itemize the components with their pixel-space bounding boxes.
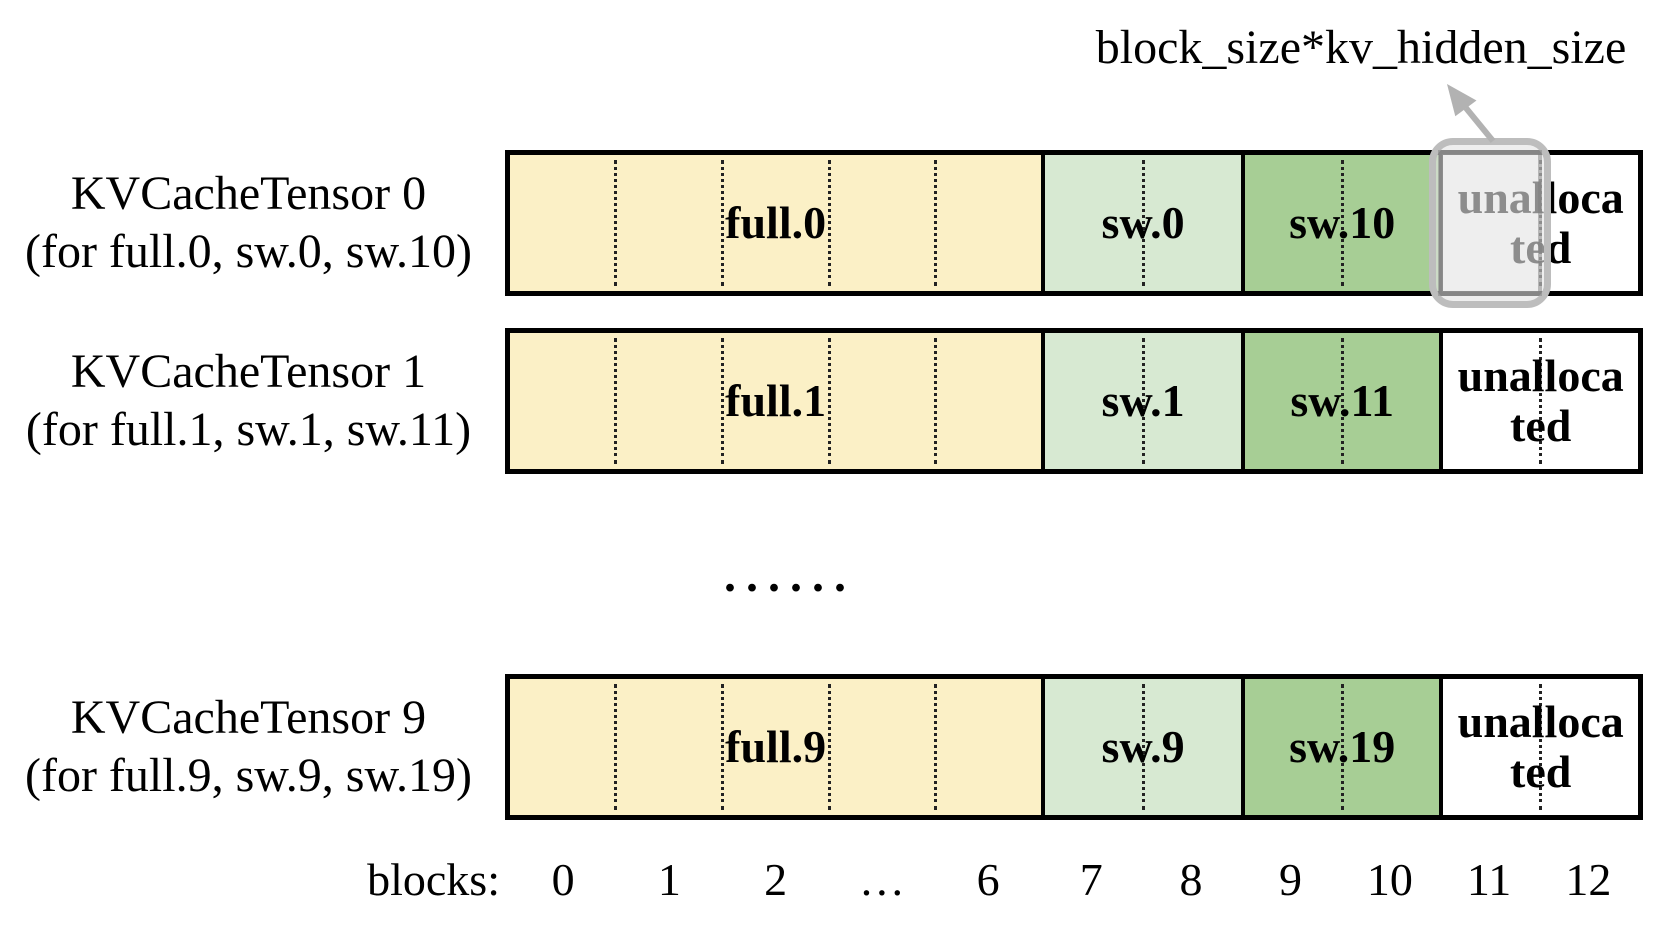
- segment-label-full: full.9: [725, 721, 827, 772]
- block-cell: [720, 160, 828, 286]
- block-cell: [720, 684, 828, 810]
- segment-sw-low: sw.9: [1041, 679, 1241, 815]
- tensor-row-1: KVCacheTensor 1 (for full.1, sw.1, sw.11…: [0, 328, 1676, 474]
- block-cell: [827, 338, 935, 464]
- axis-tick: 11: [1466, 854, 1512, 905]
- axis-tick: 12: [1565, 854, 1612, 905]
- tensor-bar: full.1 sw.1 sw.11 unallocated: [505, 328, 1643, 474]
- rows-ellipsis: ......: [724, 549, 856, 602]
- block-cell: [1340, 160, 1440, 286]
- block-cell: [1141, 160, 1241, 286]
- segment-sw-high: sw.11: [1240, 333, 1440, 469]
- segment-sw-high: sw.10: [1240, 155, 1440, 291]
- block-cell: [827, 684, 935, 810]
- axis-tick: 6: [976, 854, 1000, 905]
- block-cell: [934, 684, 1041, 810]
- block-cell: [1340, 338, 1440, 464]
- segment-full: full.0: [510, 155, 1042, 291]
- segment-label-unallocated: unallocated: [1457, 696, 1624, 797]
- block-cell: [1539, 338, 1638, 464]
- tick-group-sw-low: 7 8: [1041, 848, 1241, 912]
- segment-label-sw-high: sw.11: [1290, 375, 1394, 426]
- axis-tick: 2: [764, 854, 788, 905]
- segment-unallocated: unallocated: [1439, 679, 1638, 815]
- axis-tick: 9: [1279, 854, 1303, 905]
- tensor-row-label: KVCacheTensor 1 (for full.1, sw.1, sw.11…: [0, 328, 497, 474]
- segment-label-unallocated: unallocated: [1457, 350, 1624, 451]
- axis-tick: …: [858, 854, 905, 905]
- tensor-title: KVCacheTensor 9: [70, 691, 427, 744]
- tick-group-full: 0 1 2 … 6: [510, 848, 1041, 912]
- blocks-axis: blocks: 0 1 2 … 6 7 8 9 10 11 12: [0, 848, 1676, 912]
- block-cell: [1141, 684, 1241, 810]
- block-cell: [613, 160, 721, 286]
- tick-group-unallocated: 11 12: [1439, 848, 1638, 912]
- tensor-subtitle: (for full.9, sw.9, sw.19): [24, 749, 473, 802]
- segment-full: full.9: [510, 679, 1042, 815]
- segment-label-sw-low: sw.1: [1101, 375, 1185, 426]
- block-highlight-inner: [1438, 150, 1542, 296]
- block-size-annotation: block_size*kv_hidden_size: [1095, 21, 1627, 74]
- blocks-axis-ticks: 0 1 2 … 6 7 8 9 10 11 12: [510, 848, 1638, 912]
- blocks-axis-caption: blocks:: [367, 854, 500, 905]
- axis-tick: 10: [1366, 854, 1413, 905]
- axis-tick: 1: [657, 854, 681, 905]
- tensor-row-9: KVCacheTensor 9 (for full.9, sw.9, sw.19…: [0, 674, 1676, 820]
- tensor-title: KVCacheTensor 1: [70, 345, 427, 398]
- segment-label-sw-high: sw.19: [1289, 721, 1396, 772]
- segment-unallocated: unallocated: [1439, 333, 1638, 469]
- axis-tick: 7: [1079, 854, 1103, 905]
- block-highlight: [1429, 138, 1551, 308]
- block-cell: [934, 160, 1041, 286]
- segment-full: full.1: [510, 333, 1042, 469]
- block-cell: [1539, 684, 1638, 810]
- segment-label-sw-low: sw.0: [1101, 197, 1185, 248]
- segment-label-sw-low: sw.9: [1101, 721, 1185, 772]
- tick-group-sw-high: 9 10: [1241, 848, 1440, 912]
- block-cell: [613, 338, 721, 464]
- segment-sw-low: sw.1: [1041, 333, 1241, 469]
- axis-tick: 8: [1179, 854, 1203, 905]
- block-cell: [720, 338, 828, 464]
- segment-label-sw-high: sw.10: [1289, 197, 1396, 248]
- tensor-subtitle: (for full.1, sw.1, sw.11): [25, 403, 472, 456]
- tensor-row-label: KVCacheTensor 9 (for full.9, sw.9, sw.19…: [0, 674, 497, 820]
- segment-sw-high: sw.19: [1240, 679, 1440, 815]
- tensor-subtitle: (for full.0, sw.0, sw.10): [24, 225, 473, 278]
- axis-tick: 0: [551, 854, 575, 905]
- segment-sw-low: sw.0: [1041, 155, 1241, 291]
- block-cell: [934, 338, 1041, 464]
- tensor-row-0: KVCacheTensor 0 (for full.0, sw.0, sw.10…: [0, 150, 1676, 296]
- tensor-row-label: KVCacheTensor 0 (for full.0, sw.0, sw.10…: [0, 150, 497, 296]
- tensor-bar: full.9 sw.9 sw.19 unallocated: [505, 674, 1643, 820]
- block-cell: [613, 684, 721, 810]
- block-cell: [827, 160, 935, 286]
- block-cell: [1340, 684, 1440, 810]
- tensor-title: KVCacheTensor 0: [70, 167, 427, 220]
- segment-label-full: full.1: [725, 375, 827, 426]
- block-cell: [1141, 338, 1241, 464]
- segment-label-full: full.0: [725, 197, 827, 248]
